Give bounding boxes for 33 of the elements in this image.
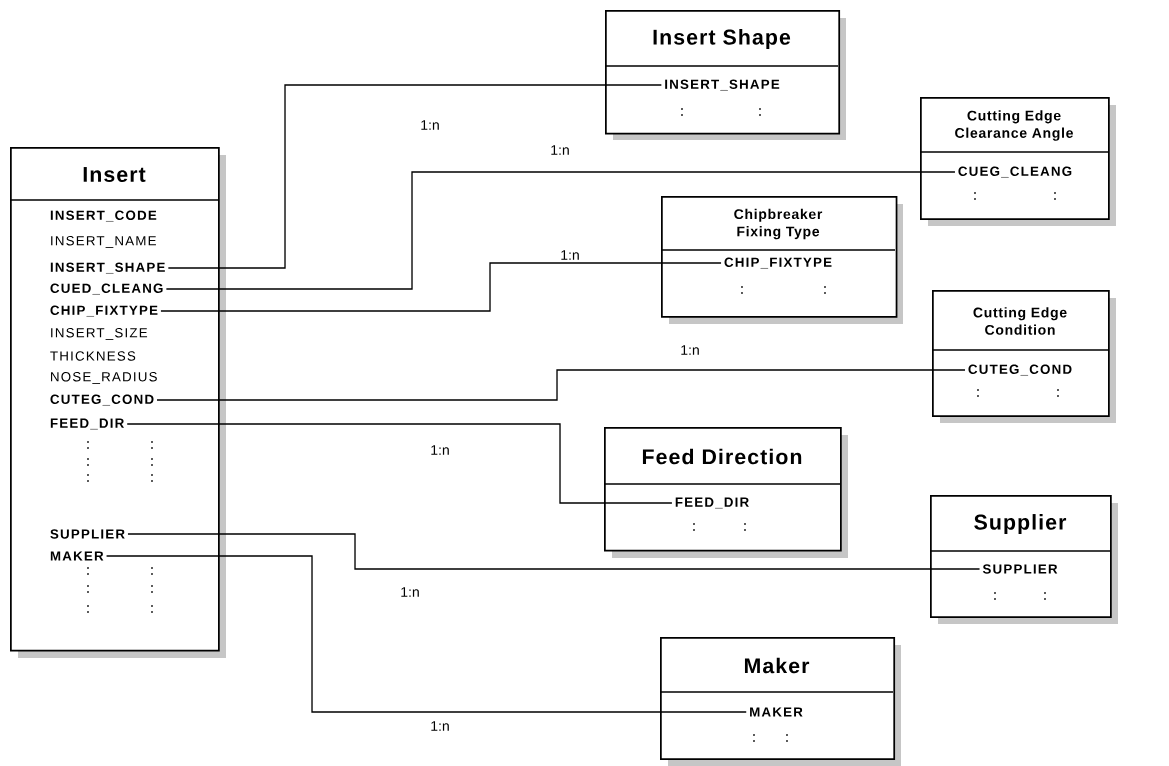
attribute-name: INSERT_SHAPE [665,79,780,91]
connector-line [167,84,662,269]
attribute-name: INSERT_SIZE [51,328,148,340]
attribute-name: CUTEG_COND [50,394,154,406]
attribute-name: INSERT_SHAPE [50,262,165,274]
attribute-name: CHIP_FIXTYPE [724,257,832,269]
attribute-name: NOSE_RADIUS [51,372,157,384]
attribute-name: CUEG_CLEANG [958,166,1072,178]
attribute-name: CUED_CLEANG [50,283,163,295]
edge-label: 1:n [418,118,442,132]
edge-label: 1:n [678,343,702,357]
connector-line [165,171,956,290]
attribute-name: FEED_DIR [50,418,124,430]
attribute-name: THICKNESS [50,351,136,361]
connector-line [160,262,722,312]
connector-line [156,369,966,401]
edge-label: 1:n [558,248,582,262]
attribute-name: SUPPLIER [982,564,1058,574]
edge-label: 1:n [398,585,422,599]
connector-line [126,423,673,504]
edge-label: 1:n [428,443,452,457]
attribute-name: CUTEG_COND [968,364,1072,376]
attribute-name: INSERT_CODE [50,210,157,222]
connector-line [127,533,981,570]
attribute-name: MAKER [750,707,803,717]
connector-line [105,555,747,713]
attribute-name: MAKER [50,551,104,561]
edge-label: 1:n [548,143,572,157]
attribute-name: FEED_DIR [675,497,749,509]
attribute-name: INSERT_NAME [51,236,156,248]
attribute-name: SUPPLIER [50,529,125,539]
edge-label: 1:n [428,719,452,733]
attribute-name: CHIP_FIXTYPE [50,305,158,317]
